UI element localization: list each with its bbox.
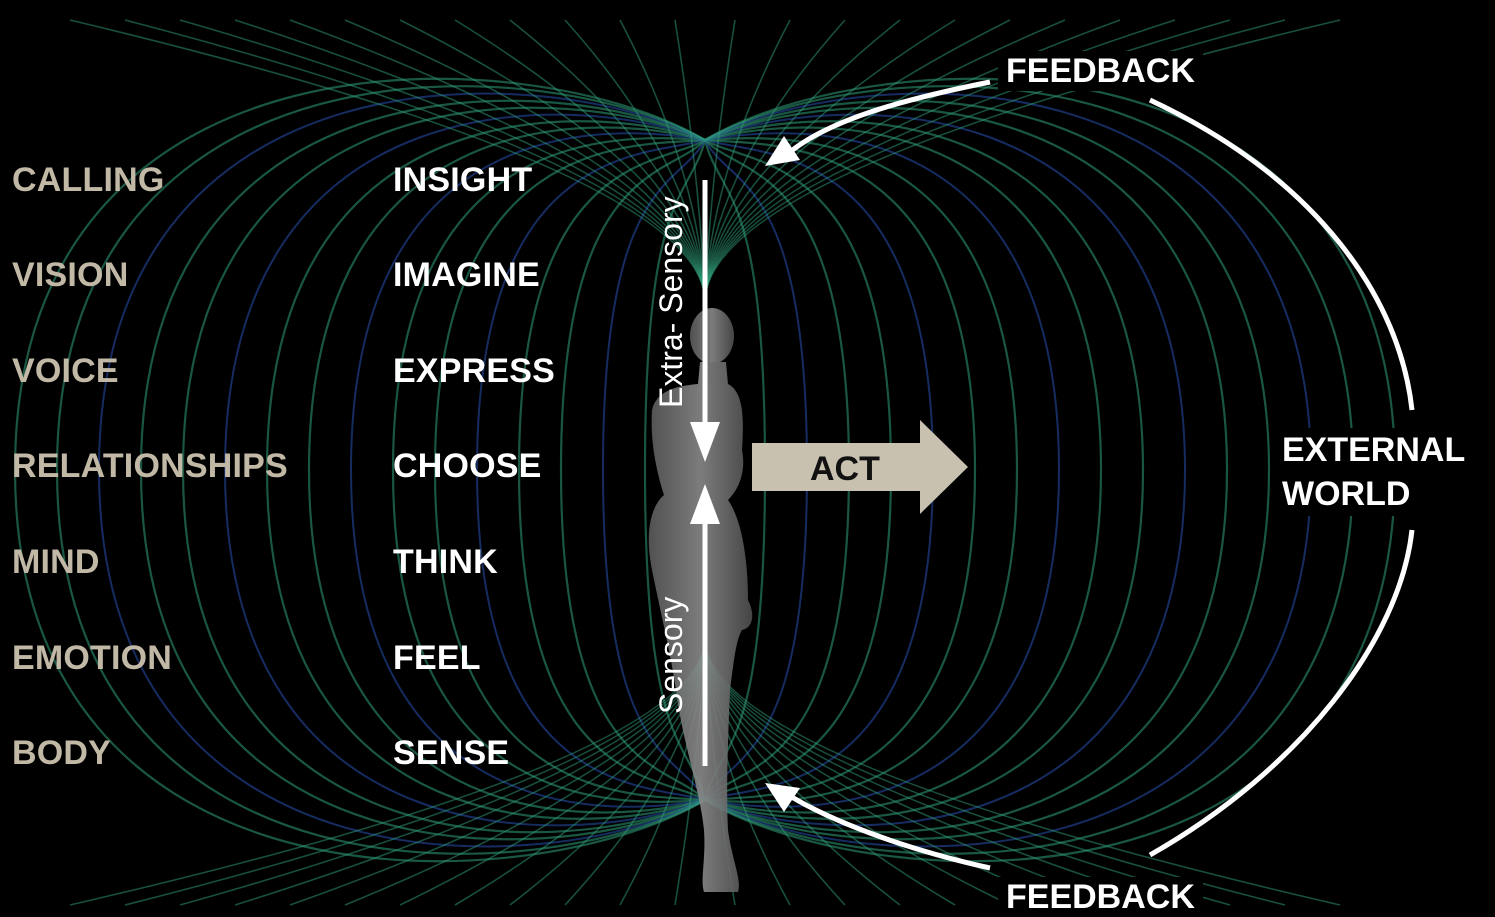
field-line-bottom-funnel: [704, 639, 1341, 906]
field-line: [139, 99, 706, 841]
field-line-bottom-funnel: [704, 639, 956, 906]
external-loop-upper: [1148, 97, 1415, 411]
aspect-voice: VOICE: [12, 352, 119, 390]
field-line: [13, 77, 706, 863]
field-line-top-funnel: [704, 19, 1066, 301]
human-silhouette-icon: [648, 308, 753, 892]
field-line-top-funnel: [289, 19, 706, 301]
act-label: ACT: [810, 450, 880, 488]
field-line-top-funnel: [509, 19, 706, 301]
field-line-top-funnel: [179, 19, 706, 301]
extra-sensory-arrowhead: [690, 422, 720, 462]
field-line-top-funnel: [619, 19, 706, 301]
field-line: [97, 92, 706, 848]
feedback-bottom-curve: [788, 793, 991, 871]
field-line: [559, 139, 706, 801]
field-line-top-funnel: [69, 19, 706, 301]
verb-insight: INSIGHT: [393, 161, 533, 199]
field-line: [223, 113, 706, 827]
aspect-calling: CALLING: [12, 161, 165, 199]
field-line-bottom-funnel: [69, 639, 706, 906]
external-loop-lower: [1148, 529, 1415, 858]
aspect-vision: VISION: [12, 256, 129, 294]
extra-sensory-label: Extra- Sensory: [653, 196, 689, 408]
field-line-top-funnel: [704, 19, 846, 301]
external-world-line2: WORLD: [1282, 475, 1411, 513]
field-line-top-funnel: [124, 19, 706, 301]
field-line: [181, 106, 706, 834]
field-line: [704, 126, 1103, 814]
aspect-emotion: EMOTION: [12, 639, 173, 677]
verb-feel: FEEL: [393, 639, 481, 677]
field-line: [704, 137, 1019, 803]
field-line-top-funnel: [704, 19, 1011, 301]
aspect-body: BODY: [12, 734, 112, 772]
verb-choose: CHOOSE: [393, 447, 542, 485]
field-line: [349, 132, 706, 808]
aspect-mind: MIND: [12, 543, 100, 581]
field-line: [704, 132, 1061, 808]
field-line-top-funnel: [704, 19, 901, 301]
verb-think: THINK: [393, 543, 498, 581]
verb-imagine: IMAGINE: [393, 256, 540, 294]
field-line-top-funnel: [454, 19, 706, 301]
field-line-top-funnel: [234, 19, 706, 301]
act-arrow: [752, 420, 968, 514]
feedback-bottom-arrowhead: [765, 783, 800, 812]
field-line-top-funnel: [399, 19, 706, 301]
external-world-line1: EXTERNAL: [1282, 431, 1466, 469]
feedback-top-curve: [788, 79, 991, 154]
verb-sense: SENSE: [393, 734, 510, 772]
field-line-top-funnel: [564, 19, 706, 301]
feedback-top-label: FEEDBACK: [998, 51, 1203, 91]
feedback-bottom-label: FEEDBACK: [998, 877, 1203, 917]
field-line-top-funnel: [344, 19, 706, 301]
aspect-relationships: RELATIONSHIPS: [12, 447, 288, 485]
external-world-label: EXTERNAL WORLD: [1276, 428, 1472, 516]
field-line: [391, 137, 706, 803]
sensory-label: Sensory: [653, 596, 689, 714]
field-line: [307, 126, 706, 814]
field-line: [55, 85, 706, 855]
verb-express: EXPRESS: [393, 352, 556, 390]
field-line-bottom-funnel: [704, 639, 1121, 906]
field-line: [704, 113, 1187, 827]
feedback-top-arrowhead: [765, 136, 800, 166]
sensory-arrowhead: [690, 484, 720, 524]
field-line-top-funnel: [704, 19, 791, 301]
